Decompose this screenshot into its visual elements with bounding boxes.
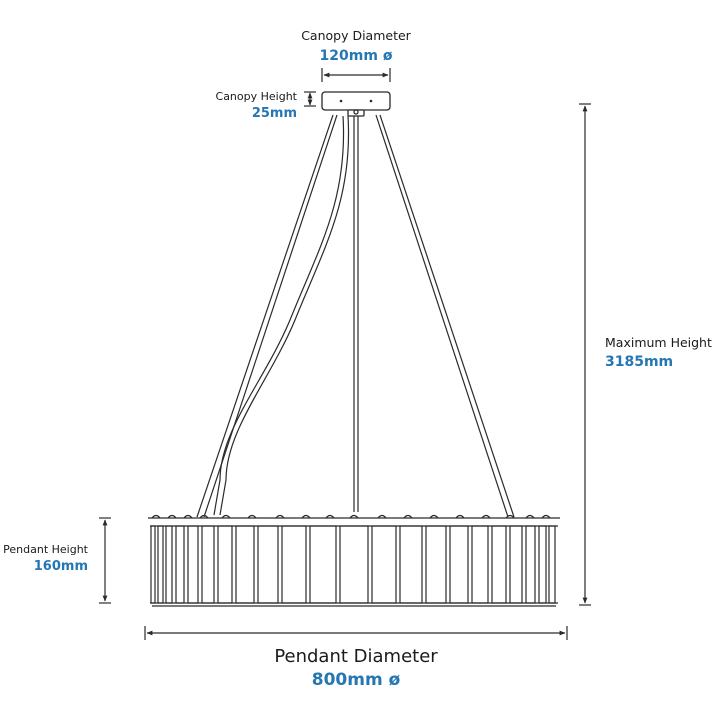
canopy-diameter-value: 120mm ø xyxy=(319,48,393,64)
canopy xyxy=(321,91,391,117)
pendant-diameter-label: Pendant Diameter xyxy=(274,646,438,667)
shade-hooks xyxy=(151,514,551,519)
maximum-height-label: Maximum Height xyxy=(605,335,712,350)
maximum-height-value: 3185mm xyxy=(605,354,674,370)
canopy-height-label: Canopy Height xyxy=(215,90,297,103)
suspension-wires xyxy=(196,114,515,518)
canopy-height-value: 25mm xyxy=(251,106,297,121)
shade-glass-panels xyxy=(150,525,556,604)
dimension-lines xyxy=(99,68,591,640)
canopy-diameter-label: Canopy Diameter xyxy=(301,28,411,43)
pendant-diameter-value: 800mm ø xyxy=(311,670,401,690)
pendant-shade xyxy=(148,514,560,607)
pendant-height-label: Pendant Height xyxy=(3,543,88,556)
pendant-height-value: 160mm xyxy=(33,559,88,574)
